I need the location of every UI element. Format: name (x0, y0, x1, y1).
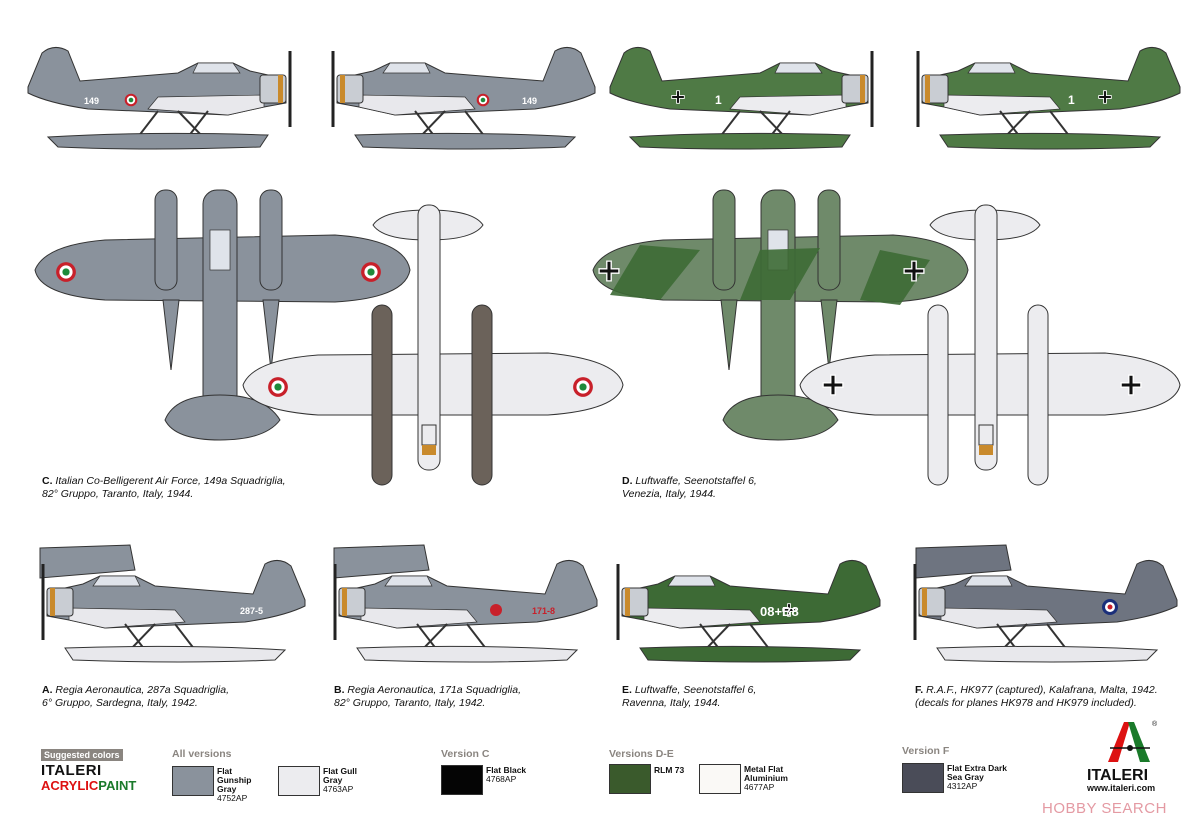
profile-c-under-view (242, 204, 624, 486)
caption-line: 6° Gruppo, Sardegna, Italy, 1942. (42, 697, 198, 709)
caption-line: Luftwaffe, Seenotstaffel 6, (635, 475, 757, 487)
profile-a-side (39, 544, 307, 664)
caption-line: Regia Aeronautica, 287a Squadriglia, (55, 684, 229, 696)
b-code: 171-8 (532, 606, 555, 616)
d-code-left: 1 (715, 93, 722, 107)
caption-letter: E. (622, 684, 632, 696)
e-code: 08+B8 (760, 604, 799, 619)
profile-d-top-view (592, 189, 969, 441)
caption-e: E. Luftwaffe, Seenotstaffel 6,Ravenna, I… (622, 684, 756, 710)
legend-group-de: Versions D-E (609, 748, 674, 760)
italeri-logo-mark (1108, 722, 1150, 762)
caption-line: Venezia, Italy, 1944. (622, 488, 716, 500)
caption-letter: A. (42, 684, 53, 696)
caption-line: Italian Co-Belligerent Air Force, 149a S… (55, 475, 286, 487)
d-code-right: 1 (1068, 93, 1075, 107)
legend-group-c: Version C (441, 748, 490, 760)
hobby-search-watermark: HOBBY SEARCH (1042, 800, 1167, 817)
d-float-right (1027, 304, 1049, 486)
caption-b: B. Regia Aeronautica, 171a Squadriglia,8… (334, 684, 521, 710)
acrylic-paint-brand: ACRYLICPAINT (41, 778, 136, 793)
italeri-brand: ITALERI (41, 762, 102, 779)
label-rlm73: RLM 73 (654, 765, 685, 775)
legend-group-f: Version F (902, 745, 950, 757)
swatch-gull-gray (278, 766, 320, 796)
legend-group-all: All versions (172, 748, 232, 760)
swatch-metal-aluminium (699, 764, 741, 794)
a-code: 287-5 (240, 606, 263, 616)
italeri-logo-text: ITALERI (1087, 767, 1149, 784)
caption-letter: D. (622, 475, 633, 487)
caption-line: 82° Gruppo, Taranto, Italy, 1942. (334, 697, 486, 709)
caption-line: (decals for planes HK978 and HK979 inclu… (915, 697, 1137, 709)
profile-d-under-view (799, 204, 1181, 486)
caption-f: F. R.A.F., HK977 (captured), Kalafrana, … (915, 684, 1158, 710)
caption-d: D. Luftwaffe, Seenotstaffel 6,Venezia, I… (622, 475, 757, 501)
d-float-left (927, 304, 949, 486)
caption-line: R.A.F., HK977 (captured), Kalafrana, Mal… (926, 684, 1158, 696)
c-float-right (471, 304, 493, 486)
caption-line: 82° Gruppo, Taranto, Italy, 1944. (42, 488, 194, 500)
profile-c-left-side (26, 45, 292, 151)
caption-a: A. Regia Aeronautica, 287a Squadriglia,6… (42, 684, 229, 710)
profile-f-side (913, 544, 1179, 664)
profile-c-right-side (331, 45, 597, 151)
c-code-right: 149 (522, 96, 537, 106)
profile-e-side (616, 558, 882, 664)
caption-line: Ravenna, Italy, 1944. (622, 697, 721, 709)
registered-mark: ® (1152, 720, 1158, 728)
caption-c: C. Italian Co-Belligerent Air Force, 149… (42, 475, 286, 501)
profile-d-left-side (608, 45, 874, 151)
caption-letter: B. (334, 684, 345, 696)
swatch-gunship-gray (172, 766, 214, 796)
c-float-left (371, 304, 393, 486)
swatch-flat-black (441, 765, 483, 795)
caption-line: Regia Aeronautica, 171a Squadriglia, (347, 684, 521, 696)
caption-letter: F. (915, 684, 924, 696)
profile-d-right-side (916, 45, 1182, 151)
acrylic-text: ACRYLIC (41, 778, 99, 793)
caption-letter: C. (42, 475, 53, 487)
caption-line: Luftwaffe, Seenotstaffel 6, (634, 684, 757, 696)
swatch-extra-dark-sea-gray (902, 763, 944, 793)
profile-b-side (333, 544, 599, 664)
swatch-rlm73 (609, 764, 651, 794)
suggested-colors-label: Suggested colors (41, 749, 123, 761)
paint-text: PAINT (98, 778, 137, 793)
italeri-url[interactable]: www.italeri.com (1087, 783, 1156, 793)
c-code-left: 149 (84, 96, 99, 106)
